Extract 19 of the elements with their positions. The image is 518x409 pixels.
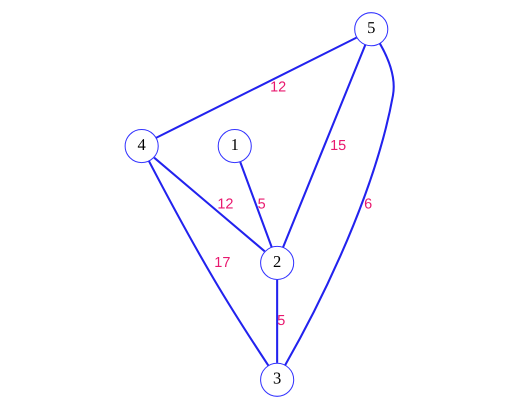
- node-circle: 1: [217, 129, 252, 164]
- edge-label: 5: [276, 313, 285, 330]
- node-circle: 3: [260, 362, 294, 397]
- connector: [155, 36, 356, 139]
- connector: [238, 162, 272, 248]
- connector: [276, 280, 278, 363]
- connector: [153, 156, 265, 252]
- node-circle: 2: [260, 246, 294, 280]
- node-circle: 5: [354, 12, 388, 46]
- edge-label: 17: [214, 254, 230, 271]
- connector: [282, 44, 366, 248]
- connector: [284, 42, 394, 366]
- edge-label: 15: [330, 138, 346, 154]
- edge-label: 6: [364, 196, 372, 212]
- edge-label: 12: [270, 79, 286, 96]
- connector: [148, 160, 269, 366]
- edge-label: 12: [216, 196, 233, 212]
- edge-label: 5: [257, 196, 266, 212]
- node-circle: 4: [124, 129, 158, 164]
